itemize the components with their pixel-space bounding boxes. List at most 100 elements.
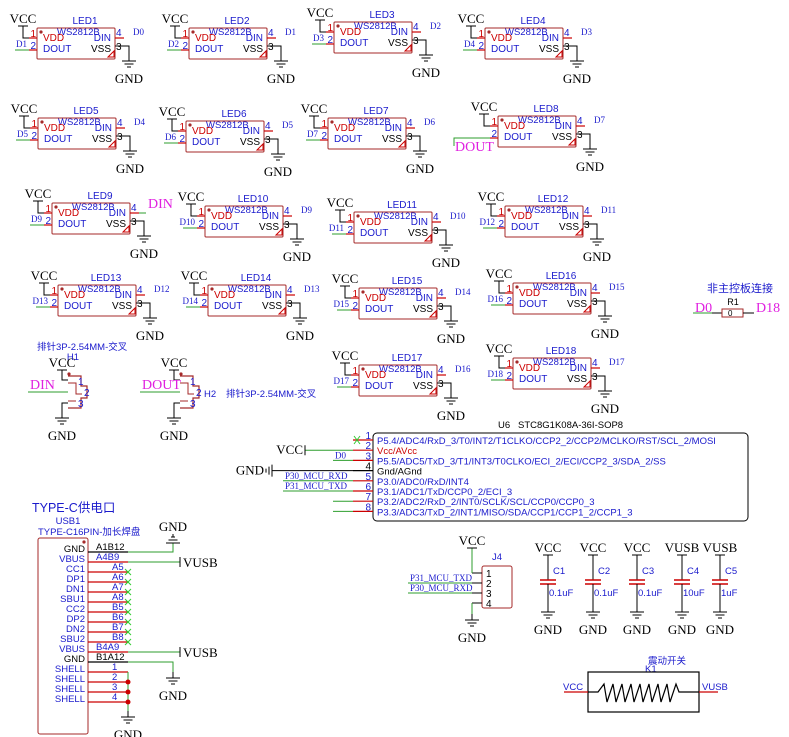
pin-name: P3.2/ADC2/RxD_2/INT0/SCLK/SCL/CCP0/CCP0_…	[377, 497, 595, 508]
pin1-marker	[336, 24, 340, 28]
vcc-wire	[313, 116, 320, 129]
pin1-number: 1	[51, 286, 57, 297]
led-body	[204, 205, 284, 238]
power-port-vcc: VCC	[458, 11, 484, 27]
pin2-marker	[582, 379, 591, 388]
pin-din-name: DIN	[265, 290, 282, 301]
led-body	[497, 115, 577, 148]
power-port-vcc: VCC	[471, 99, 497, 115]
led-part: WS2812B	[209, 27, 252, 38]
pin2-marker	[574, 227, 583, 236]
led-body	[51, 202, 131, 235]
pin-number: 4	[486, 599, 492, 610]
mcu-ref: U6	[498, 420, 510, 431]
gnd-wire	[446, 305, 452, 315]
pin3-number: 3	[577, 130, 583, 141]
pin2-marker	[106, 49, 115, 58]
pin2-marker	[403, 43, 412, 52]
gnd-label: GND	[591, 401, 619, 416]
pin1-marker	[40, 120, 44, 124]
led-ref: LED11	[387, 200, 417, 211]
pin-name: SBU2	[60, 634, 85, 645]
gnd-wire	[61, 402, 68, 412]
din-net-label: D1	[285, 27, 296, 37]
din-net-label: D0	[133, 27, 144, 37]
pin3-number: 3	[592, 372, 598, 383]
pin4-number: 4	[407, 118, 413, 129]
gnd-wire	[173, 402, 180, 412]
pin1-marker	[361, 367, 365, 371]
pin-name: SHELL	[55, 674, 85, 685]
pin4-number: 4	[592, 283, 598, 294]
pin-number: 1	[365, 431, 371, 442]
vcc-wire	[339, 210, 346, 223]
pin-din-name: DIN	[411, 217, 428, 228]
gnd-wire	[592, 223, 598, 233]
pin-vdd-name: VDD	[491, 33, 512, 44]
junction-dot	[125, 699, 131, 705]
pin-number: 1	[486, 569, 492, 580]
pin-name: SHELL	[55, 664, 85, 675]
gnd-label: GND	[136, 328, 164, 343]
pin1-number: 1	[347, 213, 353, 224]
pin-number: 5	[365, 472, 371, 483]
cap-power-label: VCC	[535, 540, 562, 555]
ground-symbol-icon: GND	[432, 239, 460, 270]
pin-number: A7	[112, 582, 124, 593]
led-11: LED11WS2812BVDDDOUTDINVSS12VCC43GNDD10D1…	[327, 195, 466, 270]
pin2-number: 2	[506, 296, 512, 307]
pin1-marker	[39, 30, 43, 34]
pin-dout-name: DOUT	[340, 38, 368, 49]
din-net-label: D2	[430, 21, 441, 31]
ground-symbol-icon: GND	[48, 412, 76, 443]
ground-symbol-icon: GND	[130, 230, 158, 261]
pin1-number: 1	[179, 122, 185, 133]
dout-wire	[453, 137, 490, 146]
vcc-wire	[483, 114, 490, 127]
header-body	[180, 382, 194, 395]
vcc-label: VCC	[159, 104, 186, 119]
pin1-marker	[207, 208, 211, 212]
net-label: D0	[335, 450, 346, 460]
vcc-label: VCC	[178, 189, 205, 204]
led-body	[57, 284, 137, 317]
power-port-vcc: VCC	[31, 268, 57, 284]
no-connect-icon	[124, 618, 132, 626]
pin-name: SHELL	[55, 694, 85, 705]
pin-dout-name: DOUT	[511, 222, 539, 233]
ground-symbol-icon: GND	[437, 392, 465, 423]
pin-vdd-name: VDD	[340, 27, 361, 38]
gnd-wire	[446, 382, 452, 392]
pin-name: VBUS	[59, 644, 85, 655]
pin1-marker	[500, 118, 504, 122]
gnd-wire	[415, 135, 421, 145]
led-body	[188, 27, 268, 60]
vcc-label: VCC	[486, 341, 513, 356]
pin3-number: 3	[413, 36, 419, 47]
pin-vss-name: VSS	[262, 301, 282, 312]
led-part: WS2812B	[518, 115, 561, 126]
gnd-label: GND	[286, 328, 314, 343]
power-port-vcc: VCC	[161, 355, 187, 371]
pin1-number: 1	[498, 207, 504, 218]
ground-symbol-icon: GND	[283, 233, 311, 264]
pin4-number: 4	[116, 28, 122, 39]
din-net-label: D13	[304, 284, 320, 294]
led-part: WS2812B	[354, 21, 397, 32]
pin-din-name: DIN	[385, 123, 402, 134]
pin-number: 2	[196, 388, 202, 399]
gnd-label: GND	[48, 428, 76, 443]
pin2-marker	[277, 306, 286, 315]
pin2-number: 2	[491, 129, 497, 140]
vcc-label: VCC	[11, 101, 38, 116]
pin-vss-name: VSS	[567, 299, 587, 310]
pin-din-name: DIN	[570, 288, 587, 299]
pin-din-name: DIN	[416, 370, 433, 381]
pin-vss-name: VSS	[388, 38, 408, 49]
